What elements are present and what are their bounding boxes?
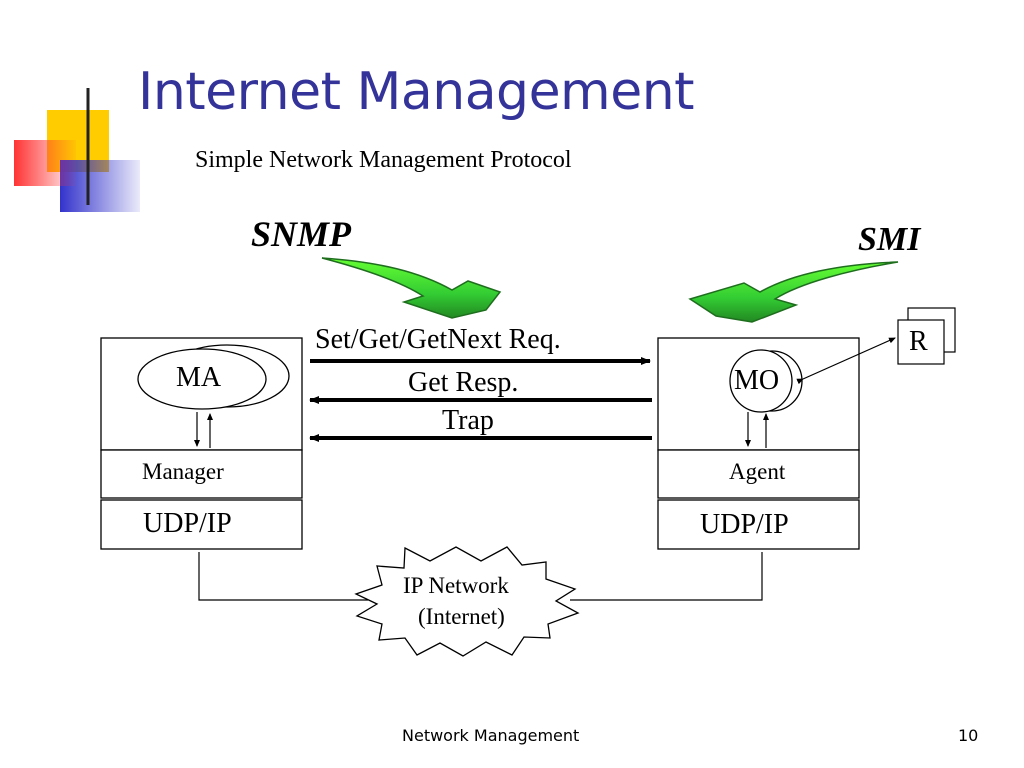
resource-label: R: [909, 326, 928, 357]
snmp-green-arrow: [321, 257, 502, 319]
manager-network-link: [198, 552, 368, 601]
mo-resource-link: [796, 337, 896, 385]
manager-box: [100, 337, 303, 550]
mo-circle: [729, 349, 793, 413]
ip-network-starburst: [354, 546, 580, 657]
network-label-line2: (Internet): [418, 604, 505, 629]
snmp-label: SNMP: [251, 214, 352, 254]
smi-label: SMI: [858, 221, 921, 258]
agent-network-link: [570, 552, 763, 601]
ma-label: MA: [176, 362, 222, 393]
ma-ellipse: [137, 348, 267, 410]
resource-box: [897, 307, 956, 365]
page-number: 10: [958, 726, 979, 745]
slide-title: Internet Management: [138, 62, 695, 122]
slide-subtitle: Simple Network Management Protocol: [195, 147, 572, 173]
mo-label: MO: [734, 365, 780, 396]
manager-label: Manager: [142, 459, 224, 484]
agent-transport-label: UDP/IP: [700, 509, 789, 540]
manager-transport-label: UDP/IP: [143, 508, 232, 539]
network-label-line1: IP Network: [403, 573, 509, 598]
footer-title: Network Management: [402, 726, 580, 745]
slide-decoration: [14, 88, 960, 212]
request-label: Set/Get/GetNext Req.: [315, 324, 561, 355]
trap-label: Trap: [442, 405, 494, 436]
response-label: Get Resp.: [408, 367, 519, 398]
agent-label: Agent: [729, 459, 786, 484]
smi-green-arrow: [688, 261, 899, 323]
